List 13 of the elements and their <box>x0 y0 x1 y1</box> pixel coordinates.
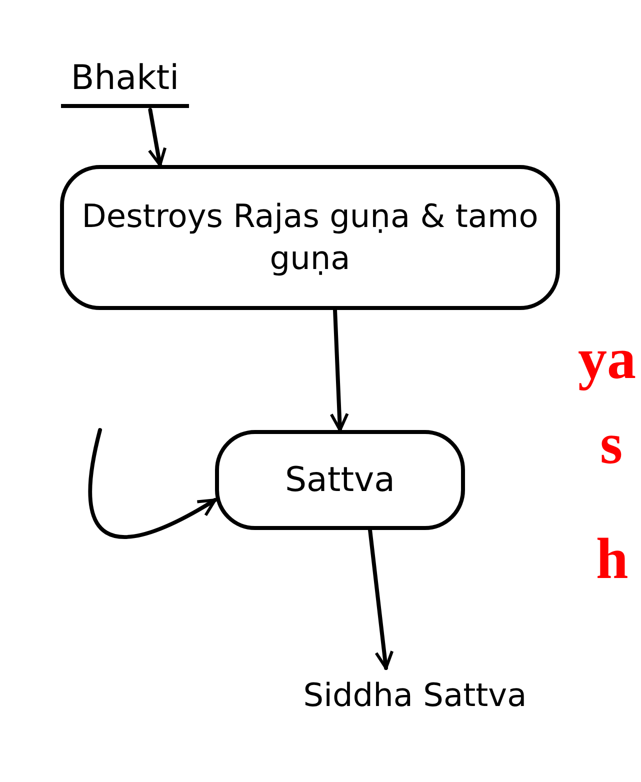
side-note-text: s <box>600 415 623 473</box>
arrow <box>148 108 167 167</box>
box-text: Sattva <box>284 458 396 502</box>
process-box <box>215 430 465 530</box>
arrow <box>368 528 394 670</box>
arrow <box>330 308 349 432</box>
box-text: Destroys Rajas guṇa & tamo guṇa <box>80 196 540 278</box>
side-note-text: h <box>596 530 628 588</box>
arrow <box>88 428 217 539</box>
process-box <box>60 165 560 310</box>
node-text: Bhakti <box>60 52 190 108</box>
node-text: Siddha Sattva <box>302 675 528 716</box>
side-note-text: ya <box>578 330 636 388</box>
